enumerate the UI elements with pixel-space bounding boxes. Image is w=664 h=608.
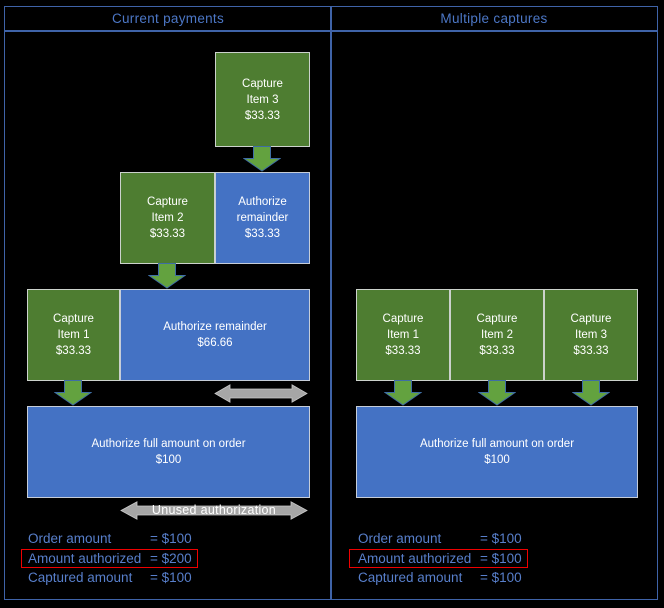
gray-double-arrow-icon	[120, 501, 308, 520]
summary-value: = $100	[150, 570, 192, 586]
summary-label: Amount authorized	[28, 550, 142, 566]
box-line: $33.33	[244, 109, 281, 122]
green-down-arrow-icon	[572, 380, 610, 406]
box-line: Item 2	[481, 329, 513, 341]
box-line: Authorize full amount on order	[419, 438, 575, 450]
summary-row-order-amount: Order amount = $100	[349, 529, 528, 549]
right-summary: Order amount = $100 Amount authorized = …	[349, 529, 528, 588]
summary-label: Order amount	[28, 531, 112, 547]
box-line: Item 1	[387, 329, 419, 341]
summary-label: Order amount	[358, 531, 442, 547]
panel-divider	[330, 7, 332, 599]
authorize-full-amount-box-right: Authorize full amount on order $100	[356, 406, 638, 498]
gray-double-arrow-icon	[214, 384, 308, 403]
right-panel-title: Multiple captures	[440, 11, 548, 26]
box-line: Item 3	[246, 93, 279, 106]
summary-value: = $100	[480, 550, 522, 566]
box-line: Item 3	[575, 329, 607, 341]
summary-label: Captured amount	[28, 570, 133, 586]
summary-row-order-amount: Order amount = $100	[21, 529, 198, 549]
box-line: remainder	[236, 212, 289, 224]
authorize-remainder-33-box: Authorize remainder $33.33	[215, 172, 310, 264]
authorize-full-amount-box-left: Authorize full amount on order $100	[27, 406, 310, 498]
summary-value: = $100	[480, 570, 522, 586]
box-line: $33.33	[479, 345, 515, 357]
capture-item-3-box: Capture Item 3 $33.33	[215, 52, 310, 147]
summary-row-amount-authorized: Amount authorized = $200	[21, 548, 198, 568]
summary-row-amount-authorized: Amount authorized = $100	[349, 548, 528, 568]
capture-item-2-box-right: Capture Item 2 $33.33	[450, 289, 544, 381]
green-down-arrow-icon	[478, 380, 516, 406]
box-line: Capture	[570, 313, 612, 325]
box-line: Authorize remainder	[163, 321, 267, 333]
right-panel-header: Multiple captures	[331, 7, 657, 30]
header-rule	[5, 30, 657, 32]
box-line: $33.33	[244, 228, 281, 240]
box-line: $33.33	[385, 345, 421, 357]
box-line: Capture	[242, 77, 283, 90]
box-line: $33.33	[55, 345, 92, 357]
box-line: $100	[484, 454, 510, 466]
comparison-table-frame: Current payments Multiple captures	[4, 6, 658, 600]
box-line: Item 1	[57, 329, 90, 341]
green-down-arrow-icon	[243, 146, 281, 172]
summary-label: Captured amount	[358, 570, 463, 586]
box-line: Capture	[382, 313, 424, 325]
box-line: Item 2	[151, 212, 184, 224]
box-line: $66.66	[197, 337, 233, 349]
box-line: Authorize	[238, 196, 287, 208]
summary-value: = $100	[480, 531, 522, 547]
summary-row-captured-amount: Captured amount = $100	[349, 568, 528, 588]
box-line: Authorize full amount on order	[91, 438, 246, 450]
green-down-arrow-icon	[384, 380, 422, 406]
capture-item-1-box: Capture Item 1 $33.33	[27, 289, 120, 381]
green-down-arrow-icon	[148, 263, 186, 289]
capture-item-3-box-right: Capture Item 3 $33.33	[544, 289, 638, 381]
box-line: Capture	[53, 313, 94, 325]
summary-label: Amount authorized	[358, 550, 472, 566]
summary-row-captured-amount: Captured amount = $100	[21, 568, 198, 588]
summary-value: = $200	[150, 550, 192, 566]
box-line: $33.33	[573, 345, 609, 357]
box-line: $33.33	[149, 228, 186, 240]
box-line: Capture	[476, 313, 518, 325]
unused-authorization-label: Unused authorization	[151, 502, 277, 517]
left-panel-title: Current payments	[111, 11, 225, 26]
green-down-arrow-icon	[54, 380, 92, 406]
left-summary: Order amount = $100 Amount authorized = …	[21, 529, 198, 588]
left-panel-header: Current payments	[5, 7, 331, 30]
box-line: Capture	[147, 196, 188, 208]
capture-item-1-box-right: Capture Item 1 $33.33	[356, 289, 450, 381]
authorize-remainder-66-box: Authorize remainder $66.66	[120, 289, 310, 381]
box-line: $100	[155, 454, 182, 466]
capture-item-2-box: Capture Item 2 $33.33	[120, 172, 215, 264]
summary-value: = $100	[150, 531, 192, 547]
